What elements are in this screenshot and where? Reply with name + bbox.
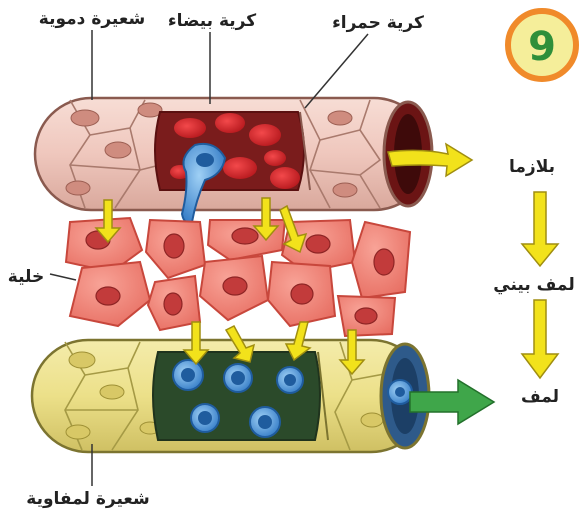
label-white-cell: كرية بيضاء (168, 11, 256, 31)
plasma-to-interstitial-arrow (522, 192, 558, 266)
label-red-cell: كرية حمراء (332, 13, 424, 33)
label-blood-capillary: شعيرة دموية (39, 9, 145, 29)
label-interstitial-lymph: لمف بيني (493, 275, 574, 295)
label-plasma: بلازما (509, 157, 555, 177)
label-lymph: لمف (521, 387, 559, 407)
interstitial-to-lymph-arrow (522, 300, 558, 378)
label-lymph-capillary: شعيرة لمفاوية (26, 489, 149, 509)
lymphatic-capillary (32, 340, 429, 452)
label-cell: خلية (8, 267, 44, 287)
figure-number: 9 (528, 24, 556, 70)
figure-number-badge: 9 (508, 11, 576, 79)
blood-capillary (35, 98, 432, 223)
